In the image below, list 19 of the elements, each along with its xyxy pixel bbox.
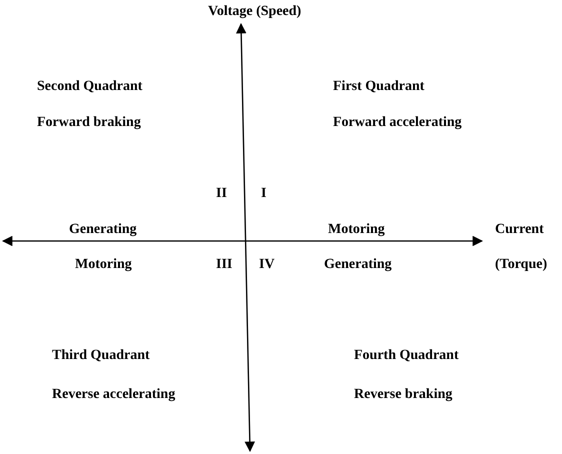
mode-label: Motoring — [75, 257, 132, 273]
quadrant-number: I — [261, 186, 266, 202]
axis-label: Current — [495, 222, 544, 238]
quadrant-number: II — [216, 186, 227, 202]
mode-label: Generating — [324, 257, 392, 273]
quadrant-title: Third Quadrant — [52, 348, 150, 364]
quadrant-number: IV — [259, 257, 275, 273]
axis-label: Voltage (Speed) — [208, 4, 302, 20]
quadrant-description: Forward braking — [37, 115, 141, 131]
quadrant-number: III — [216, 257, 232, 273]
quadrant-title: First Quadrant — [333, 79, 424, 95]
mode-label: Motoring — [328, 222, 385, 238]
axis-label: (Torque) — [495, 257, 548, 273]
quadrant-title: Fourth Quadrant — [354, 348, 459, 364]
quadrant-description: Reverse accelerating — [52, 387, 176, 403]
mode-label: Generating — [69, 222, 137, 238]
quadrant-description: Forward accelerating — [333, 115, 462, 131]
quadrant-title: Second Quadrant — [37, 79, 142, 95]
quadrant-description: Reverse braking — [354, 387, 452, 403]
